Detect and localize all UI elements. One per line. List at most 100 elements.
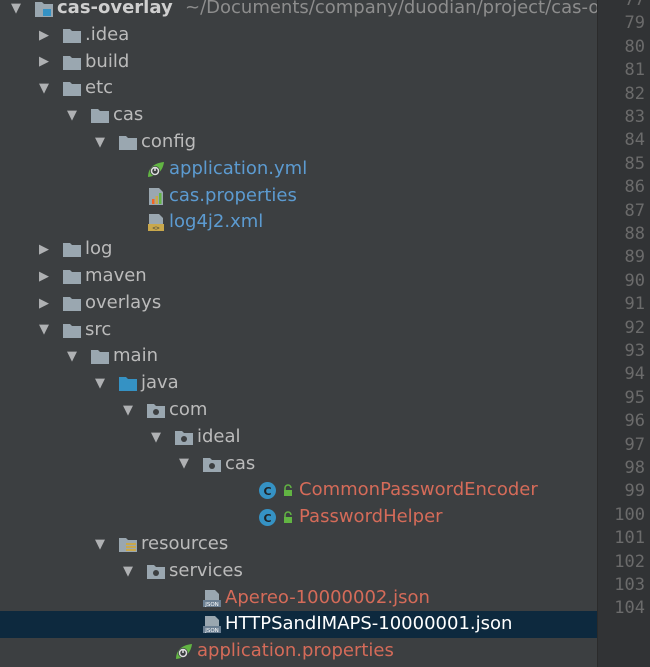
folder-icon [62, 79, 82, 98]
lock-icon [282, 481, 294, 500]
tree-row-ideal[interactable]: ▼ ideal [0, 424, 597, 451]
resources-folder-icon [118, 535, 138, 554]
expand-arrow-icon[interactable]: ▼ [123, 402, 133, 418]
line-number: 84 [624, 130, 645, 151]
tree-item-label: overlays [85, 291, 162, 313]
line-number: 83 [624, 107, 645, 127]
svg-text:JSON: JSON [204, 602, 219, 608]
tree-row-config[interactable]: ▼config [0, 129, 597, 156]
line-number: 102 [614, 551, 645, 572]
spring-config-icon [174, 642, 194, 661]
tree-item-label: etc [85, 77, 114, 99]
json-file-icon: JSON [202, 589, 222, 608]
tree-item-label: HTTPSandIMAPS-10000001.json [225, 613, 513, 635]
tree-item-label: cas [113, 104, 144, 126]
expand-arrow-icon[interactable]: ▼ [67, 108, 77, 124]
tree-row-src[interactable]: ▼ src [0, 317, 597, 344]
svg-text:JSON: JSON [204, 628, 219, 634]
tree-row-common-password-encoder[interactable]: C CommonPasswordEncoder [0, 477, 597, 504]
expand-arrow-icon[interactable]: ▼ [11, 0, 21, 16]
tree-item-label: application.properties [197, 640, 394, 662]
tree-item-label: cas [225, 452, 256, 474]
source-folder-icon [118, 374, 138, 393]
line-number: 104 [614, 598, 645, 619]
tree-row-java[interactable]: ▼java [0, 370, 597, 397]
folder-icon [62, 321, 82, 340]
svg-text:C: C [263, 485, 271, 498]
line-number: 96 [624, 411, 645, 432]
line-number: 99 [624, 481, 645, 502]
expand-arrow-icon[interactable]: ▼ [179, 456, 189, 472]
line-number: 87 [624, 200, 645, 221]
line-number: 95 [624, 387, 645, 408]
line-number: 100 [614, 504, 645, 525]
line-number: 85 [624, 153, 645, 174]
line-number: 92 [624, 317, 645, 338]
tree-item-label: CommonPasswordEncoder [299, 479, 538, 501]
tree-row-com[interactable]: ▼ com [0, 397, 597, 424]
tree-item-label: application.yml [169, 157, 308, 179]
svg-text:C: C [263, 512, 271, 525]
tree-row-pkg-cas[interactable]: ▼ cas [0, 451, 597, 478]
spring-config-icon [146, 160, 166, 179]
tree-item-label: resources [141, 533, 229, 554]
tree-row-maven[interactable]: ▶maven [0, 263, 597, 290]
folder-icon [62, 26, 82, 45]
line-number: 93 [624, 341, 645, 361]
line-number: 97 [624, 434, 645, 455]
tree-row-application-properties[interactable]: application.properties [0, 638, 597, 665]
line-number: 81 [624, 60, 645, 81]
package-icon [146, 401, 166, 420]
tree-item-label: src [85, 318, 112, 340]
module-folder-icon [34, 0, 54, 18]
tree-row-https-json[interactable]: JSON HTTPSandIMAPS-10000001.json [0, 611, 597, 639]
expand-arrow-icon[interactable]: ▼ [95, 536, 105, 552]
collapse-arrow-icon[interactable]: ▶ [39, 242, 49, 258]
tree-row-services[interactable]: ▼services [0, 558, 597, 585]
folder-icon [62, 267, 82, 286]
line-number: 77 [624, 0, 645, 10]
collapse-arrow-icon[interactable]: ▶ [39, 54, 49, 70]
tree-row-resources[interactable]: ▼ resources [0, 531, 597, 558]
tree-item-label: ideal [197, 425, 241, 447]
package-icon [202, 455, 222, 474]
line-number: 88 [624, 224, 645, 244]
folder-icon [62, 294, 82, 313]
xml-file-icon: <> [146, 213, 166, 232]
expand-arrow-icon[interactable]: ▼ [95, 134, 105, 150]
expand-arrow-icon[interactable]: ▼ [67, 349, 77, 365]
tree-item-label: .idea [85, 23, 130, 45]
tree-row-idea[interactable]: ▶ .idea [0, 22, 597, 49]
line-number: 94 [624, 364, 645, 385]
tree-row-build[interactable]: ▶build [0, 49, 597, 76]
json-file-icon: JSON [202, 615, 222, 634]
svg-text:<>: <> [152, 225, 160, 232]
collapse-arrow-icon[interactable]: ▶ [39, 27, 49, 43]
tree-row-main[interactable]: ▼main [0, 343, 597, 370]
package-icon [174, 428, 194, 447]
tree-row-etc-cas[interactable]: ▼ cas [0, 102, 597, 129]
expand-arrow-icon[interactable]: ▼ [151, 429, 161, 445]
tree-row-log4j2-xml[interactable]: <>log4j2.xml [0, 209, 597, 236]
tree-row-cas-properties[interactable]: cas.properties [0, 183, 597, 210]
expand-arrow-icon[interactable]: ▼ [95, 376, 105, 392]
collapse-arrow-icon[interactable]: ▶ [39, 295, 49, 311]
tree-row-etc[interactable]: ▼ etc [0, 75, 597, 102]
java-class-icon: C [258, 508, 278, 527]
tree-row-log[interactable]: ▶log [0, 236, 597, 263]
expand-arrow-icon[interactable]: ▼ [123, 563, 133, 579]
tree-row-cas-overlay[interactable]: ▼cas-overlay~/Documents/company/duodian/… [0, 0, 597, 22]
collapse-arrow-icon[interactable]: ▶ [39, 268, 49, 284]
lock-icon [282, 508, 294, 527]
line-number: 103 [614, 575, 645, 595]
tree-row-application-yml[interactable]: application.yml [0, 156, 597, 183]
tree-row-overlays[interactable]: ▶ overlays [0, 290, 597, 317]
line-number: 89 [624, 247, 645, 268]
tree-item-label: com [169, 399, 208, 420]
expand-arrow-icon[interactable]: ▼ [39, 322, 49, 338]
expand-arrow-icon[interactable]: ▼ [39, 81, 49, 97]
folder-icon [90, 106, 110, 125]
